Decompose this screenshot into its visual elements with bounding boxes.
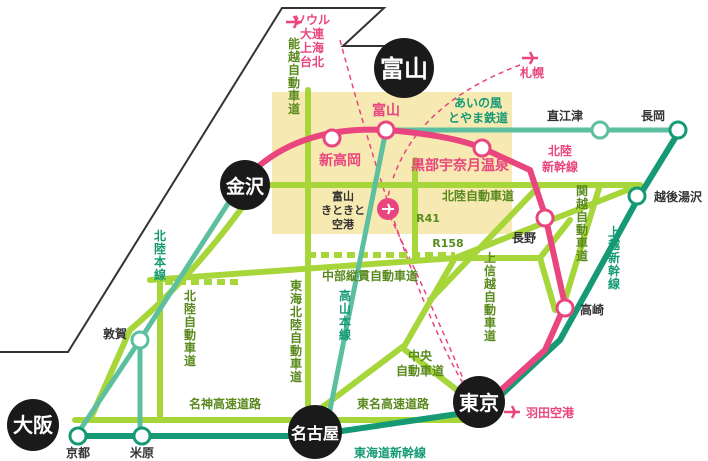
- route-hokuriku-expressway-v: 北陸自動車道: [184, 288, 196, 368]
- flight-asia-label: ソウル大連上海台北: [294, 13, 330, 69]
- station-echigo-yuzawa-marker: [627, 186, 647, 206]
- hub-osaka-marker: [7, 399, 59, 451]
- route-tokai-hokuriku: 東海北陸自動車道: [290, 278, 302, 384]
- coastline: [0, 7, 387, 353]
- station-kurobe-marker: [472, 138, 492, 158]
- hub-tokyo: 東京: [459, 391, 499, 415]
- station-tsuruga-label: 敦賀: [103, 326, 127, 341]
- hub-toyama: 富山: [380, 55, 428, 83]
- station-takasaki-marker: [555, 298, 575, 318]
- station-haneda-label: 羽田空港: [526, 405, 575, 420]
- station-echigo-yuzawa-label: 越後湯沢: [653, 189, 703, 204]
- route-chubu-jukan: 中部縦貫自動車道: [322, 268, 418, 283]
- route-tokaido-shinkansen: 東海道新幹線: [354, 445, 426, 460]
- hub-kanazawa-marker: [220, 160, 270, 210]
- route-joshinetsu: 上信越自動車道: [483, 250, 497, 343]
- route-meishin: 名神高速道路: [189, 396, 262, 411]
- expressway-planned: [165, 252, 455, 285]
- station-tsuruga-marker: [130, 330, 150, 350]
- route-noetsu: 能越自動車道: [287, 36, 301, 116]
- station-kyoto-marker: [68, 426, 88, 446]
- route-takayama: 高山本線: [339, 288, 351, 342]
- route-joetsu-shinkansen: 上越新幹線: [607, 224, 621, 291]
- route-kan-etsu: 関越自動車道: [575, 184, 589, 263]
- toyama-area-ext: [272, 92, 512, 128]
- airplane-icon-sapporo: [522, 51, 538, 65]
- station-takasaki-label: 高崎: [580, 302, 604, 317]
- station-naoetsu-label: 直江津: [547, 108, 583, 123]
- route-ainokaze: あいの風とやま鉄道: [448, 96, 508, 125]
- station-toyama-airport-label: 富山きときと空港: [321, 189, 365, 231]
- hub-nagoya-marker: [288, 405, 342, 459]
- station-nagano-marker: [535, 208, 555, 228]
- station-nagaoka-label: 長岡: [641, 108, 665, 123]
- station-shin-takaoka-marker: [322, 128, 342, 148]
- station-nagano-label: 長野: [512, 230, 536, 245]
- station-nagaoka-marker: [668, 120, 688, 140]
- station-kyoto-label: 京都: [66, 445, 90, 460]
- station-shin-takaoka-label: 新高岡: [319, 152, 361, 169]
- hub-osaka: 大阪: [13, 413, 54, 437]
- hub-toyama-marker: [374, 38, 434, 98]
- airplane-icon-haneda: [504, 405, 520, 419]
- tokaido-joetsu-shinkansen: [75, 128, 683, 439]
- station-toyama-marker: [376, 120, 396, 140]
- airplane-icon-toyama-airport: [382, 203, 394, 215]
- route-tomei: 東名高速道路: [357, 396, 430, 411]
- station-toyama-label: 富山: [372, 102, 400, 119]
- station-maibara-label: 米原: [130, 445, 154, 460]
- route-r41: R41: [416, 212, 440, 225]
- station-maibara-marker: [132, 426, 152, 446]
- hub-nagoya: 名古屋: [291, 424, 339, 443]
- station-kurobe-label: 黒部宇奈月温泉: [411, 157, 510, 174]
- route-hokuriku-expressway: 北陸自動車道: [442, 188, 514, 203]
- station-naoetsu-marker: [590, 120, 610, 140]
- airplane-icon-asia: [286, 15, 302, 29]
- hub-kanazawa: 金沢: [225, 175, 265, 198]
- route-r158: R158: [432, 237, 463, 250]
- route-hokuriku-honsen: 北陸本線: [154, 228, 166, 282]
- hub-tokyo-marker: [453, 376, 505, 428]
- route-chuo: 中央自動車道: [396, 348, 444, 378]
- route-hokuriku-shinkansen: 北陸新幹線: [542, 143, 578, 174]
- flight-sapporo-label: 札幌: [519, 65, 544, 80]
